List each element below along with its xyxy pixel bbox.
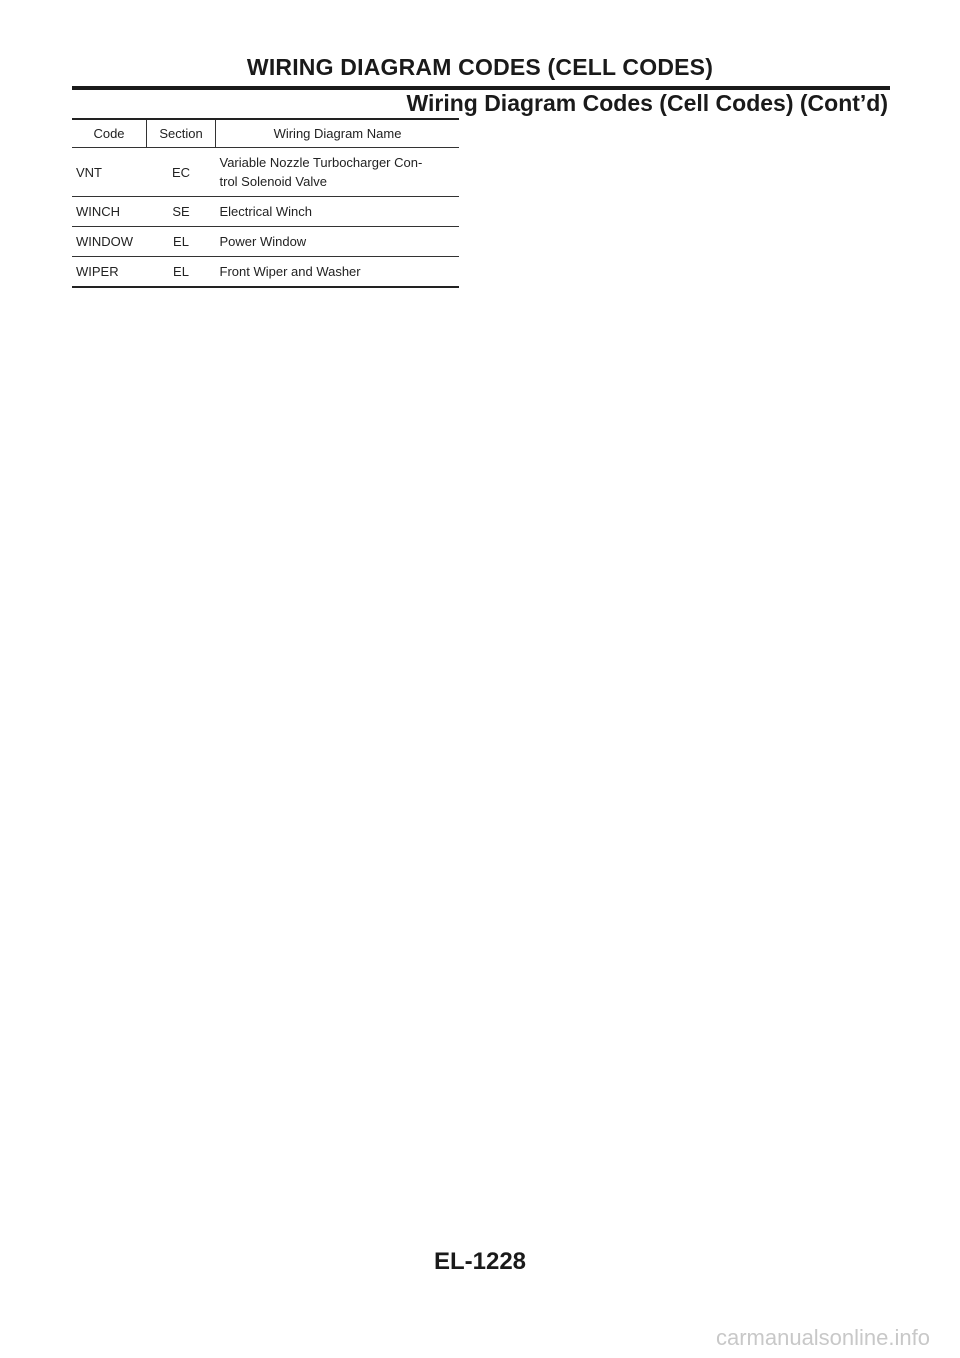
cell-code: VNT [76,164,102,180]
cell-code: WIPER [76,264,119,279]
cell-wiring-diagram-name: Electrical Winch [219,204,312,219]
cell-wiring-diagram-name: Front Wiper and Washer [219,264,361,279]
table-row: WINCH SE Electrical Winch [72,197,459,227]
cell-code: WINCH [76,204,121,219]
cell-section: EC [171,164,191,180]
cell-name-line-1: Variable Nozzle Turbocharger Con- [219,155,423,170]
column-header-section: Section [146,119,216,148]
cell-section: EL [173,234,189,249]
header-rule [72,86,890,90]
cell-code: WINDOW [76,234,134,249]
cell-wiring-diagram-name: Power Window [219,234,307,249]
page-subtitle: Wiring Diagram Codes (Cell Codes) (Cont’… [406,90,888,116]
section-title: WIRING DIAGRAM CODES (CELL CODES) [246,54,714,80]
cell-section: SE [172,204,190,219]
page-number: EL-1228 [433,1248,527,1275]
table-row: WINDOW EL Power Window [72,227,459,257]
cell-wiring-diagram-name: Variable Nozzle Turbocharger Con- trol S… [216,148,460,197]
table-row: WIPER EL Front Wiper and Washer [72,257,459,287]
table-header-row: Code Section Wiring Diagram Name [72,119,459,148]
cell-section: EL [173,264,189,279]
cell-codes-table: Code Section Wiring Diagram Name VNT EC … [72,118,459,288]
column-header-wiring-diagram-name: Wiring Diagram Name [215,119,459,148]
column-header-code: Code [93,126,125,141]
cell-name-line-2: trol Solenoid Valve [219,174,327,189]
table-row: VNT EC Variable Nozzle Turbocharger Con-… [72,148,459,197]
watermark: carmanualsonline.info [715,1325,930,1350]
